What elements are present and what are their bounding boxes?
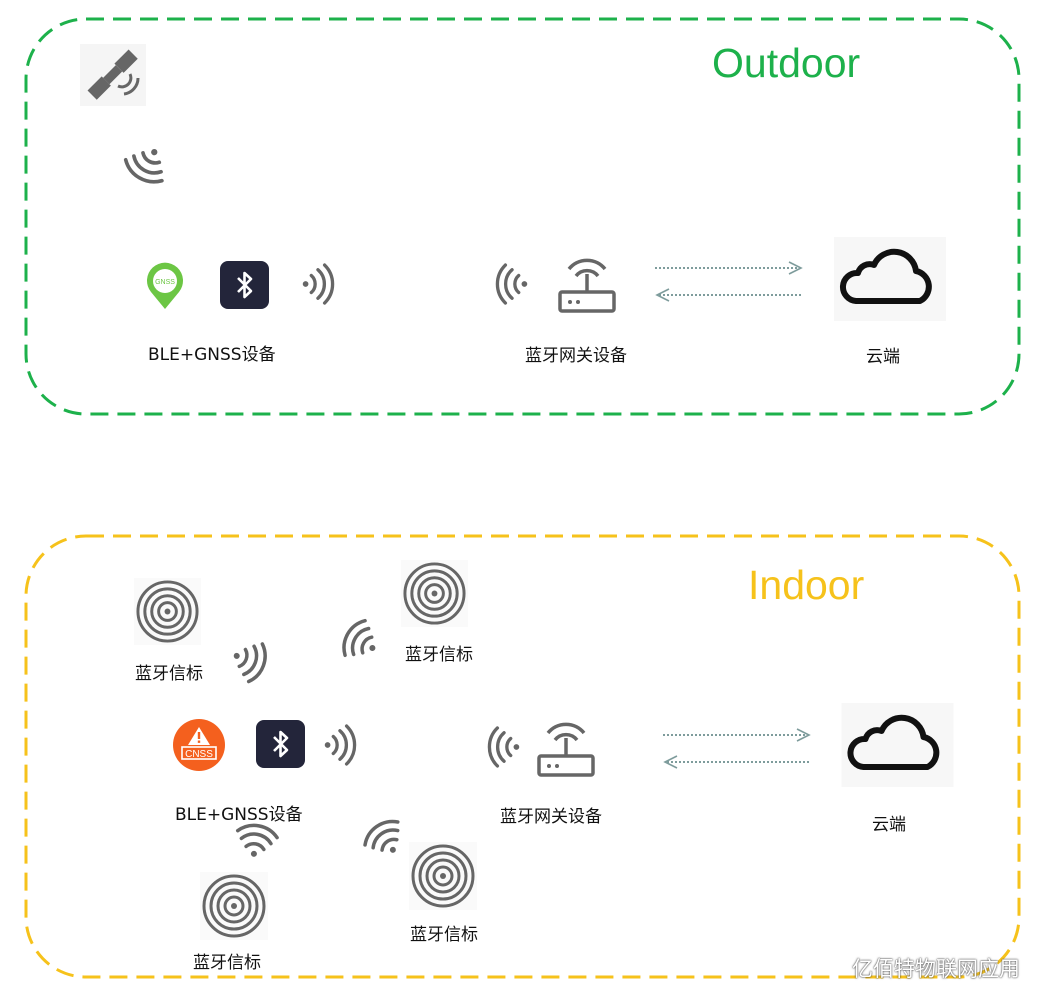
beacon-icon [200,872,268,940]
indoor-zone [24,534,1021,979]
signal-waves-icon [231,817,282,868]
cloud-label: 云端 [872,815,906,835]
gateway-router-icon [554,252,620,316]
device-label: BLE+GNSS设备 [148,345,276,365]
signal-waves-icon [222,632,275,687]
beacon-icon [134,578,201,645]
satellite-icon [80,44,146,106]
gnss-pin-icon: GNSS [145,262,185,310]
cnss-alert-icon: CNSS [172,718,226,772]
cloud-icon [834,237,946,321]
gateway-label: 蓝牙网关设备 [525,346,627,366]
signal-waves-icon [298,262,336,306]
outdoor-title: Outdoor [712,40,861,86]
beacon-label: 蓝牙信标 [135,664,203,684]
signal-waves-icon [117,132,180,195]
signal-waves-icon [357,811,416,869]
watermark: 亿佰特物联网应用 [852,957,1020,981]
pin-text: GNSS [155,279,175,286]
alert-text: CNSS [185,749,213,760]
bluetooth-icon [256,720,305,768]
signal-waves-icon [334,613,391,671]
data-exchange-arrows [655,260,803,302]
signal-waves-icon [320,723,358,767]
cloud-label: 云端 [866,347,900,367]
data-exchange-arrows [663,727,811,769]
device-label: BLE+GNSS设备 [175,805,303,825]
outdoor-zone [24,17,1021,416]
cloud-icon [840,703,955,787]
bluetooth-icon [220,261,269,309]
beacon-icon [401,560,468,627]
gateway-router-icon [532,716,600,780]
gateway-label: 蓝牙网关设备 [500,807,602,827]
beacon-label: 蓝牙信标 [193,953,261,973]
beacon-label: 蓝牙信标 [405,645,473,665]
signal-waves-icon [494,262,532,306]
beacon-label: 蓝牙信标 [410,925,478,945]
indoor-title: Indoor [748,562,865,608]
beacon-icon [409,842,477,910]
signal-waves-icon [486,725,524,769]
